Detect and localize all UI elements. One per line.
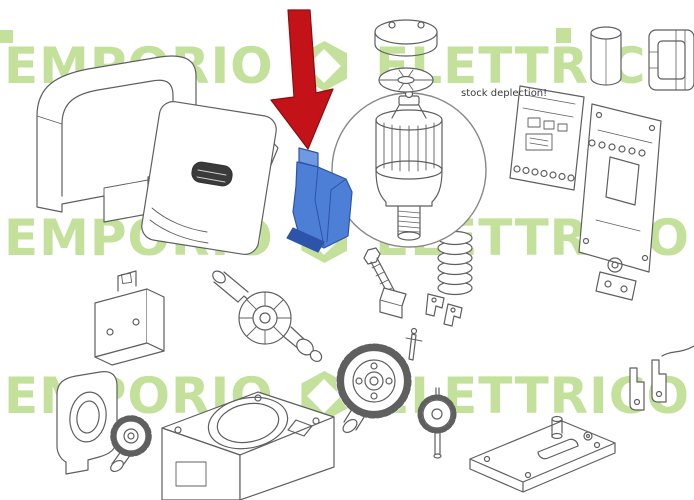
part-motor-cap — [374, 19, 438, 57]
part-pinion-gear — [110, 415, 152, 473]
part-foundation-plate — [469, 415, 616, 493]
part-drive-gear — [336, 343, 412, 434]
part-idler-wheel — [417, 387, 457, 459]
arrow-shape — [270, 9, 334, 150]
watermark-fragment-square — [0, 30, 13, 43]
part-gearbox-cover — [56, 371, 118, 475]
watermark-row: EMPORIO ELETTRICO — [0, 40, 694, 92]
part-fixing-bracket — [94, 270, 165, 366]
down-arrow-marker — [270, 9, 334, 150]
bracket-foot — [286, 227, 325, 253]
part-release-bracket-highlighted — [286, 147, 353, 253]
part-limit-switch-assembly — [363, 247, 463, 361]
stock-note-text: stock deplection! — [461, 88, 547, 99]
part-gearbox-body — [161, 391, 335, 500]
part-back-mounting-plate — [578, 103, 662, 301]
bracket-body — [292, 161, 353, 249]
part-terminal-strip — [588, 139, 646, 157]
watermark-fragment-square — [556, 28, 571, 43]
part-cable-clips — [629, 345, 694, 411]
part-drive-shaft-bearing — [212, 270, 323, 363]
part-capacitor — [590, 26, 622, 86]
part-fan-disc — [378, 67, 434, 93]
part-spring — [437, 230, 473, 296]
part-motor-detail-callout — [331, 89, 487, 248]
part-transformer — [648, 29, 694, 91]
part-control-board — [509, 85, 585, 191]
part-front-cover — [141, 101, 279, 255]
